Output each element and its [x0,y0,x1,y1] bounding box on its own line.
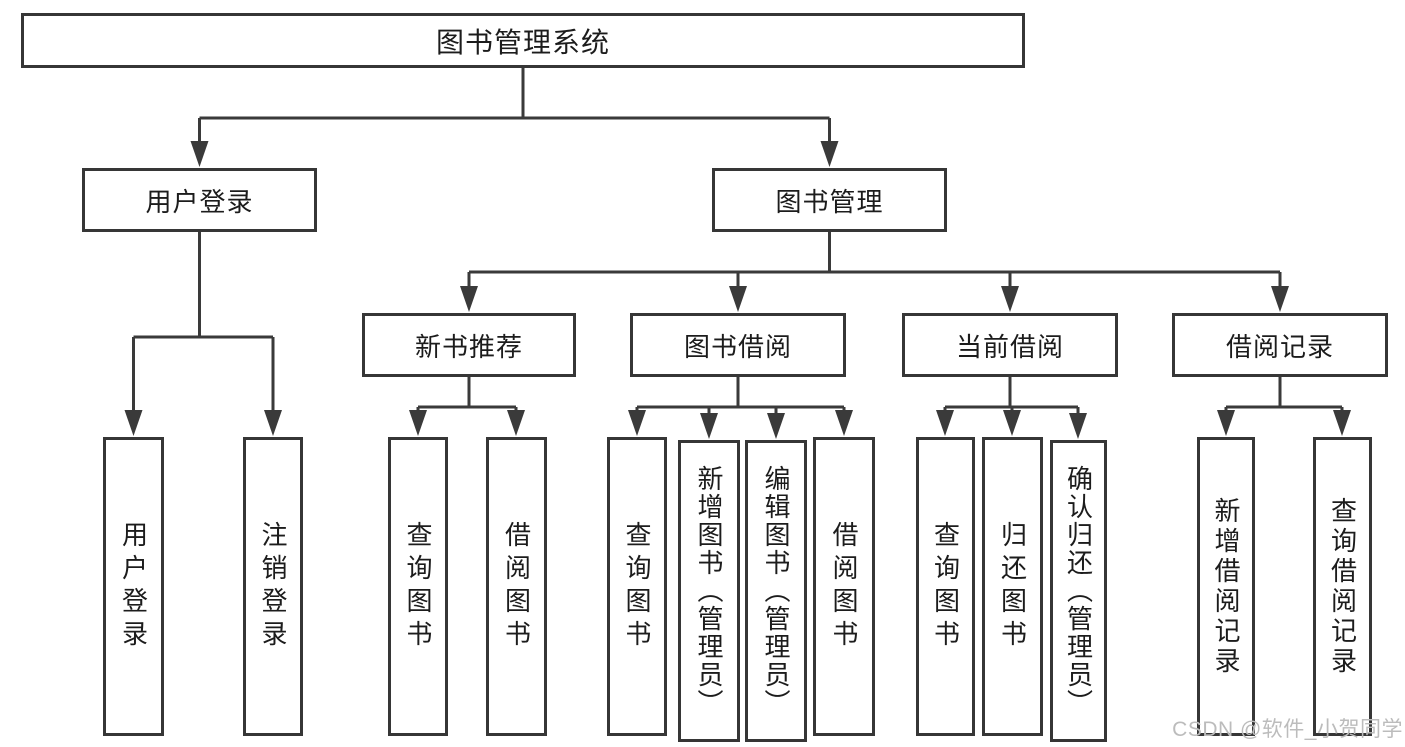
node-label: 图书管理系统 [435,26,610,58]
leaf-label: 查询借阅记录 [1327,496,1358,677]
leaf-logout: 注销登录 [243,437,303,736]
node-label: 图书管理 [775,186,884,217]
leaf-label: 查询图书 [622,520,652,653]
node-borrow-records: 借阅记录 [1172,313,1388,377]
leaf-query-books-recommend: 查询图书 [388,437,448,736]
node-user-login: 用户登录 [82,168,317,232]
node-library-system: 图书管理系统 [21,13,1025,68]
node-label: 当前借阅 [955,331,1064,362]
node-book-borrow: 图书借阅 [630,313,846,377]
leaf-label: 借阅图书 [829,520,859,653]
leaf-label: 查询图书 [930,520,961,653]
leaf-borrow-books: 借阅图书 [813,437,875,736]
node-book-management: 图书管理 [712,168,947,232]
watermark-text: CSDN @软件_小贺同学 [1172,718,1403,741]
leaf-query-books-borrow: 查询图书 [607,437,667,736]
arrowheads [124,141,1351,439]
leaf-label: 借阅图书 [501,520,532,653]
node-new-book-recommend: 新书推荐 [362,313,576,377]
leaf-query-borrow-record: 查询借阅记录 [1313,437,1372,736]
leaf-label: 用户登录 [118,520,149,653]
leaf-borrow-books-recommend: 借阅图书 [486,437,547,736]
node-label: 图书借阅 [683,331,792,362]
leaf-return-books: 归还图书 [982,437,1043,736]
leaf-edit-book-admin: 编辑图书（管理员） [745,440,807,742]
node-label: 用户登录 [145,186,254,217]
leaf-query-books-current: 查询图书 [916,437,975,736]
node-label: 借阅记录 [1225,331,1334,362]
leaf-label: 查询图书 [403,520,433,653]
node-current-borrow: 当前借阅 [902,313,1118,377]
leaf-add-book-admin: 新增图书（管理员） [678,440,740,742]
leaf-label: 编辑图书（管理员） [761,465,791,717]
leaf-label: 新增图书（管理员） [694,465,724,717]
leaf-add-borrow-record: 新增借阅记录 [1197,437,1255,736]
leaf-label: 新增借阅记录 [1211,496,1241,677]
leaf-user-login: 用户登录 [103,437,164,736]
leaf-confirm-return-admin: 确认归还（管理员） [1050,440,1107,742]
leaf-label: 确认归还（管理员） [1063,465,1094,717]
leaf-label: 归还图书 [997,520,1028,653]
leaf-label: 注销登录 [258,520,288,653]
node-label: 新书推荐 [414,331,523,362]
